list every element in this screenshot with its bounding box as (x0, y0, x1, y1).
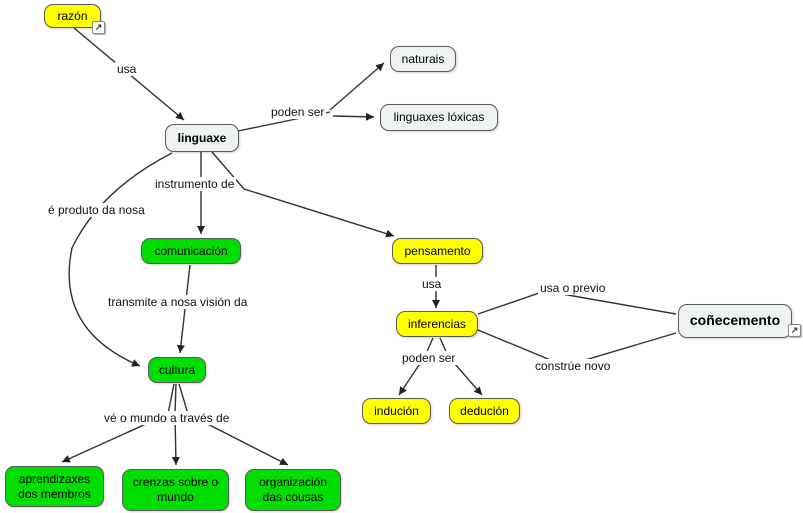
connector-comunicacion-cultura (176, 264, 191, 354)
node-razon[interactable]: razón (44, 4, 101, 28)
resource-link-icon-conecemento[interactable]: ↗ (788, 324, 801, 337)
resource-link-icon-razon[interactable]: ↗ (92, 21, 105, 34)
node-aprendizaxes[interactable]: aprendizaxes dos membros (5, 466, 104, 507)
connector-inferencias-inducion (398, 337, 434, 396)
edge-label-transmite[interactable]: transmite a nosa visión da (106, 295, 250, 309)
arrow-up-right-icon: ↗ (790, 325, 799, 335)
node-deducion[interactable]: dedución (449, 398, 520, 424)
node-linguaxe[interactable]: linguaxe (165, 124, 239, 152)
node-comunicacion[interactable]: comunicación (141, 238, 241, 264)
edge-label-poden-ser-2[interactable]: poden ser (400, 351, 458, 365)
node-inferencias[interactable]: inferencias (396, 311, 478, 337)
node-naturais[interactable]: naturais (390, 46, 456, 72)
edge-label-instrumento-de[interactable]: instrumento de (153, 177, 237, 191)
edge-label-construe-novo[interactable]: constrúe novo (533, 359, 613, 373)
node-cultura[interactable]: cultura (148, 357, 206, 383)
edge-label-poden-ser-1[interactable]: poden ser (269, 105, 327, 119)
arrow-up-right-icon: ↗ (94, 22, 103, 32)
node-inducion[interactable]: indución (362, 398, 431, 424)
connector-linguaxe-pensamento (211, 151, 395, 238)
node-organizacion[interactable]: organización das cousas (245, 469, 341, 511)
edge-label-usa-2[interactable]: usa (420, 277, 444, 291)
connector-linguaxe-cultura (68, 152, 173, 367)
node-linguaxes-loxicas[interactable]: linguaxes lóxicas (380, 104, 498, 131)
node-crenzas[interactable]: crenzas sobre o mundo (122, 469, 229, 511)
connector-podenser-naturais (329, 62, 385, 111)
connector-podenser-loxicas (332, 112, 375, 121)
node-conecemento[interactable]: coñecemento (678, 304, 792, 338)
connector-inferencias-deducion (439, 337, 483, 396)
edge-label-ve-o-mundo[interactable]: vé o mundo a través de (102, 411, 232, 425)
node-pensamento[interactable]: pensamento (392, 238, 483, 264)
edge-label-usa-o-previo[interactable]: usa o previo (538, 281, 608, 295)
edge-label-e-produto-da-nosa[interactable]: é produto da nosa (46, 203, 147, 217)
edge-label-usa-1[interactable]: usa (115, 62, 139, 76)
